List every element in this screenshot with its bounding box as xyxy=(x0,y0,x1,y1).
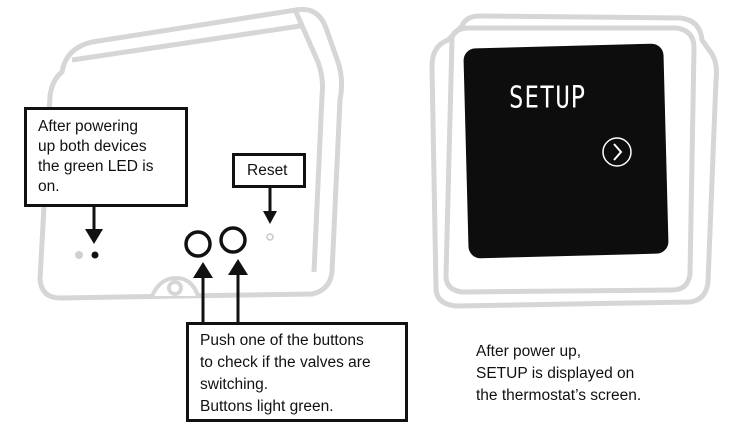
status-led-grey xyxy=(75,251,83,259)
buttons-callout: Push one of the buttons to check if the … xyxy=(186,322,408,422)
thermostat-caption: After power up, SETUP is displayed on th… xyxy=(476,341,641,407)
screen-setup-text: SETUP xyxy=(509,80,587,115)
reset-callout: Reset xyxy=(232,153,306,188)
valve-button-2[interactable] xyxy=(219,226,247,254)
thermostat-device xyxy=(429,13,719,309)
buttons-callout-line: Buttons light green. xyxy=(200,398,334,415)
led-callout-line: the green LED is xyxy=(38,158,154,175)
led-callout-line: on. xyxy=(38,178,60,195)
green-led xyxy=(91,251,99,259)
reset-label: Reset xyxy=(247,162,288,179)
arrows xyxy=(85,188,277,322)
led-callout: After powering up both devices the green… xyxy=(24,107,188,207)
valve-button-1[interactable] xyxy=(184,230,212,258)
reset-hole xyxy=(266,233,274,241)
chevron-right-icon[interactable] xyxy=(602,137,632,167)
caption-line: After power up, xyxy=(476,343,582,360)
receiver-hinge xyxy=(150,275,200,297)
buttons-callout-line: to check if the valves are xyxy=(200,354,371,371)
buttons-callout-line: switching. xyxy=(200,376,269,393)
led-callout-line: After powering xyxy=(38,118,138,135)
led-callout-line: up both devices xyxy=(38,138,147,155)
caption-line: SETUP is displayed on xyxy=(476,365,635,382)
buttons-callout-line: Push one of the buttons xyxy=(200,332,364,349)
thermostat-screen xyxy=(463,43,669,259)
receiver-device xyxy=(37,6,345,301)
caption-line: the thermostat’s screen. xyxy=(476,387,642,404)
